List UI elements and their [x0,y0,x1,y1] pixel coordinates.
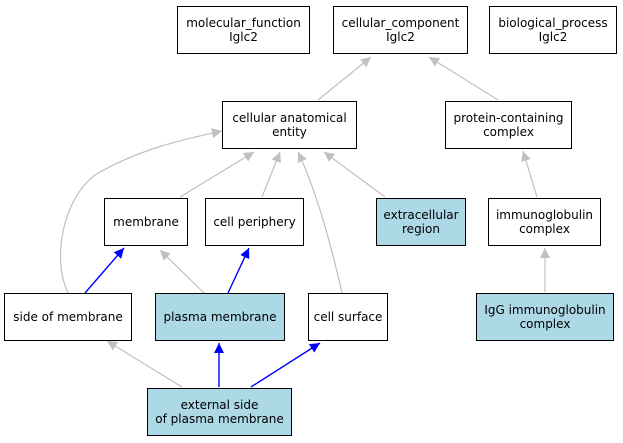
edge-side-of-membrane-to-membrane [84,247,125,294]
node-plasma-membrane: plasma membrane [155,293,285,341]
node-immunoglobulin-complex: immunoglobulin complex [488,198,601,246]
edge-side-of-membrane-to-cae [59,128,223,294]
edge-external-side-to-cell-surface [250,342,321,388]
node-external-side-of-plasma-membrane: external side of plasma membrane [147,388,292,436]
node-extracellular-region: extracellular region [376,198,466,246]
edge-external-side-to-side-of-membrane [106,340,183,388]
edge-cae-to-cellular-component [317,56,372,101]
edge-immunoglobulin-to-pcc [521,150,538,198]
node-cell-periphery: cell periphery [205,198,304,246]
node-molecular-function: molecular_function Iglc2 [177,6,310,54]
edge-cell-surface-to-cae [297,151,343,294]
node-biological-process: biological_process Iglc2 [489,6,617,54]
node-igg-immunoglobulin-complex: IgG immunoglobulin complex [476,293,614,341]
edge-extracellular-to-cae [323,151,386,198]
edge-plasma-membrane-to-membrane [159,249,205,294]
edge-pcc-to-cellular-component [428,56,499,101]
edge-cell-periphery-to-cae [261,151,281,198]
node-cellular-anatomical-entity: cellular anatomical entity [222,101,357,149]
edge-membrane-to-cae [179,151,255,198]
node-protein-containing-complex: protein-containing complex [445,101,572,149]
node-cell-surface: cell surface [308,293,388,341]
node-membrane: membrane [104,198,188,246]
edge-plasma-membrane-to-cell-periphery [227,247,250,294]
node-cellular-component: cellular_component Iglc2 [333,6,468,54]
node-side-of-membrane: side of membrane [4,293,132,341]
